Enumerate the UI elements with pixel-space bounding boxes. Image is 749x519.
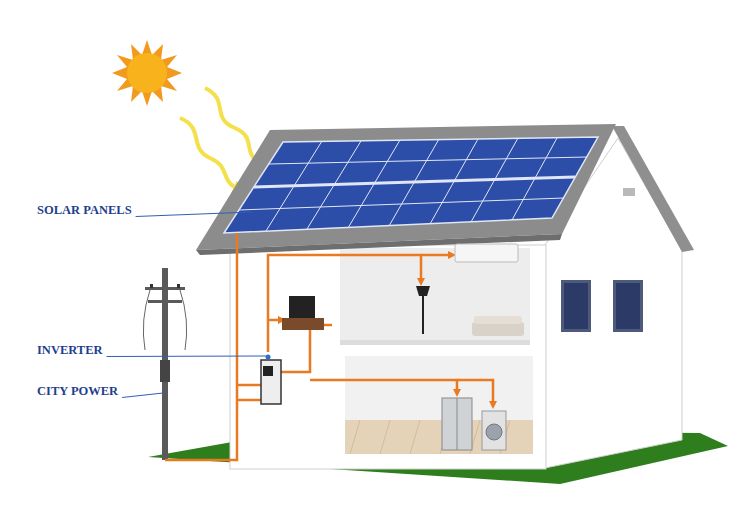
solar-panel-array (224, 137, 598, 233)
leader-line (136, 212, 252, 217)
utility-pole (143, 268, 186, 460)
part-label: SOLAR PANELS (36, 203, 133, 218)
part-label: INVERTER (36, 343, 104, 358)
inverter-unit (261, 355, 281, 405)
sun (112, 40, 182, 106)
part-label: CITY POWER (36, 384, 119, 399)
leader-line (107, 356, 266, 358)
leader-line (122, 393, 163, 398)
